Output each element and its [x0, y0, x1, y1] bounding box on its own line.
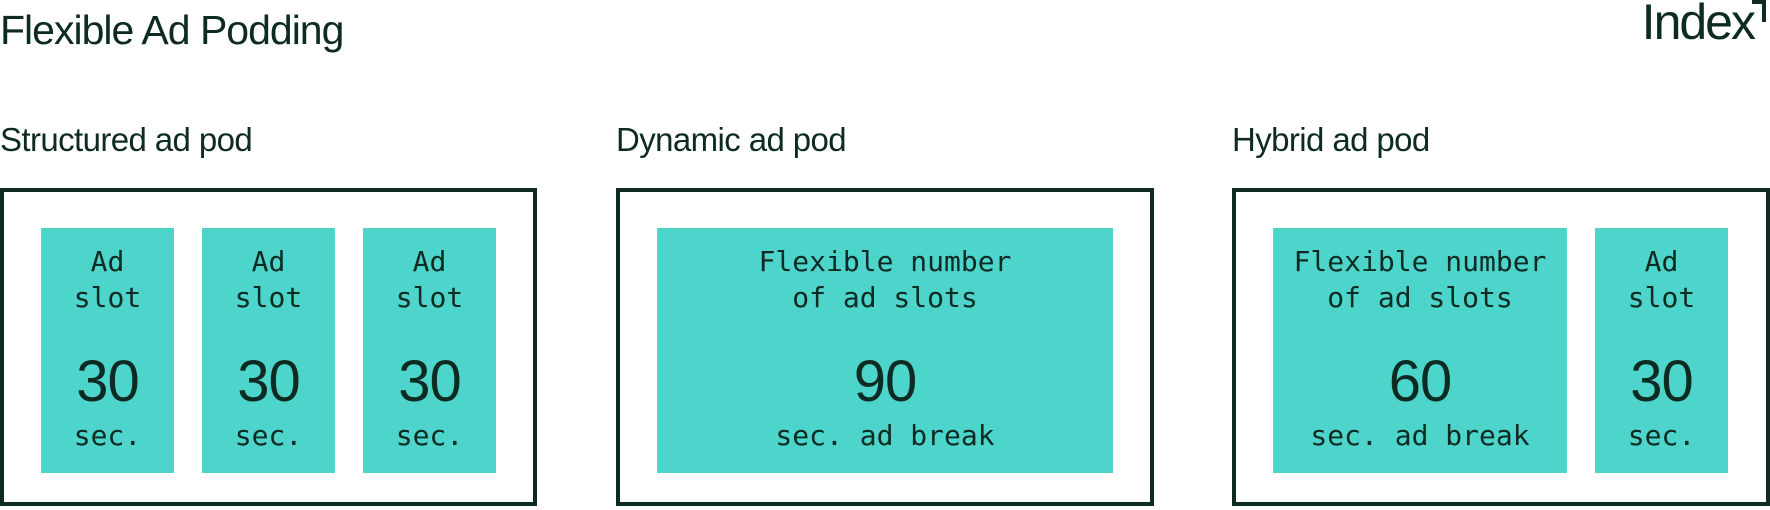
- slot-duration: 60: [1388, 349, 1453, 414]
- pod-structured: Ad slot 30 sec. Ad slot 30 sec. Ad slot …: [0, 188, 537, 506]
- page-title: Flexible Ad Podding: [0, 7, 344, 53]
- slot-duration: 30: [76, 349, 140, 414]
- pod-label-structured: Structured ad pod: [0, 121, 253, 158]
- slot-unit: sec. ad break: [775, 419, 995, 452]
- pod-hybrid: Flexible number of ad slots 60 sec. ad b…: [1232, 188, 1770, 506]
- slot-duration: 30: [398, 349, 462, 414]
- flexible-slot: Flexible number of ad slots 90 sec. ad b…: [657, 228, 1113, 473]
- slot-label: Ad slot: [395, 245, 464, 314]
- ad-slot: Ad slot 30 sec.: [41, 228, 174, 473]
- arrow-up-right-corner-icon: [1752, 0, 1766, 22]
- slot-label: Flexible number of ad slots: [1293, 245, 1547, 314]
- pod-label-dynamic: Dynamic ad pod: [616, 121, 847, 158]
- slot-label: Ad slot: [73, 245, 142, 314]
- slot-unit: sec.: [73, 419, 142, 452]
- slot-label: Ad slot: [234, 245, 303, 314]
- slot-duration: 30: [1630, 349, 1694, 414]
- slot-label: Ad slot: [1627, 245, 1696, 314]
- slot-label: Flexible number of ad slots: [758, 245, 1012, 314]
- slot-duration: 30: [237, 349, 301, 414]
- pod-dynamic: Flexible number of ad slots 90 sec. ad b…: [616, 188, 1154, 506]
- logo-text: Index: [1641, 0, 1756, 50]
- ad-slot: Ad slot 30 sec.: [1595, 228, 1728, 473]
- flexible-slot: Flexible number of ad slots 60 sec. ad b…: [1273, 228, 1567, 473]
- logo: Index: [1616, 0, 1766, 50]
- ad-slot: Ad slot 30 sec.: [363, 228, 496, 473]
- slot-duration: 90: [853, 349, 918, 414]
- slot-unit: sec.: [234, 419, 303, 452]
- ad-slot: Ad slot 30 sec.: [202, 228, 335, 473]
- slot-unit: sec.: [1627, 419, 1696, 452]
- slot-unit: sec. ad break: [1310, 419, 1530, 452]
- slot-unit: sec.: [395, 419, 464, 452]
- pod-label-hybrid: Hybrid ad pod: [1232, 121, 1430, 158]
